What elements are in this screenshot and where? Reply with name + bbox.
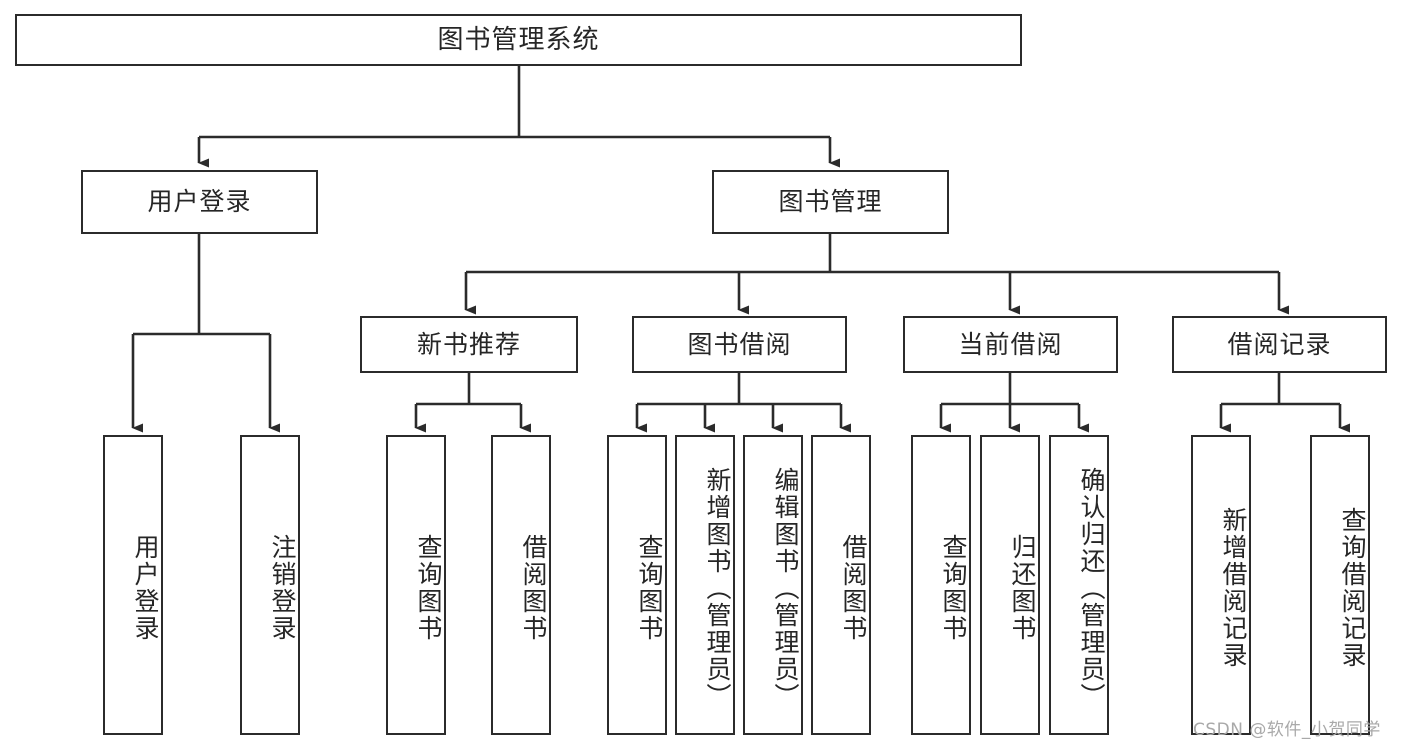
leaf-add-record-label: 新增借阅记录	[1219, 507, 1248, 669]
node-current-borrow[interactable]: 当前借阅	[903, 316, 1118, 373]
leaf-return-book-label: 归还图书	[1008, 534, 1037, 642]
leaf-return-book[interactable]: 归还图书	[980, 435, 1040, 735]
leaf-borrow-book-1-label: 借阅图书	[519, 534, 548, 642]
node-root-system[interactable]: 图书管理系统	[15, 14, 1022, 66]
leaf-add-record[interactable]: 新增借阅记录	[1191, 435, 1251, 735]
leaf-query-book-2-label: 查询图书	[635, 534, 664, 642]
leaf-user-login[interactable]: 用户登录	[103, 435, 163, 735]
leaf-borrow-book-1[interactable]: 借阅图书	[491, 435, 551, 735]
leaf-query-book-1[interactable]: 查询图书	[386, 435, 446, 735]
leaf-query-record[interactable]: 查询借阅记录	[1310, 435, 1370, 735]
node-user-login[interactable]: 用户登录	[81, 170, 318, 234]
node-borrow-record[interactable]: 借阅记录	[1172, 316, 1387, 373]
leaf-query-book-3[interactable]: 查询图书	[911, 435, 971, 735]
node-root-system-label: 图书管理系统	[437, 24, 600, 55]
node-book-borrow-label: 图书借阅	[687, 329, 792, 359]
csdn-watermark: CSDN @软件_小贺同学	[1193, 720, 1381, 740]
leaf-logout-login[interactable]: 注销登录	[240, 435, 300, 735]
leaf-add-book[interactable]: 新增图书（管理员）	[675, 435, 735, 735]
node-book-borrow[interactable]: 图书借阅	[632, 316, 847, 373]
node-book-management[interactable]: 图书管理	[712, 170, 949, 234]
node-current-borrow-label: 当前借阅	[958, 329, 1063, 359]
leaf-edit-book[interactable]: 编辑图书（管理员）	[743, 435, 803, 735]
leaf-confirm-return-label: 确认归还（管理员）	[1077, 466, 1106, 710]
leaf-query-book-1-label: 查询图书	[414, 534, 443, 642]
leaf-add-book-label: 新增图书（管理员）	[703, 466, 732, 710]
leaf-borrow-book-2-label: 借阅图书	[839, 534, 868, 642]
node-new-book-recommend[interactable]: 新书推荐	[360, 316, 578, 373]
leaf-edit-book-label: 编辑图书（管理员）	[771, 466, 800, 710]
leaf-user-login-label: 用户登录	[131, 534, 160, 642]
leaf-query-book-3-label: 查询图书	[939, 534, 968, 642]
node-borrow-record-label: 借阅记录	[1227, 329, 1332, 359]
leaf-confirm-return[interactable]: 确认归还（管理员）	[1049, 435, 1109, 735]
node-user-login-label: 用户登录	[147, 187, 252, 217]
leaf-borrow-book-2[interactable]: 借阅图书	[811, 435, 871, 735]
leaf-logout-login-label: 注销登录	[268, 534, 297, 642]
leaf-query-book-2[interactable]: 查询图书	[607, 435, 667, 735]
node-new-book-recommend-label: 新书推荐	[416, 329, 521, 359]
node-book-management-label: 图书管理	[778, 187, 883, 217]
leaf-query-record-label: 查询借阅记录	[1338, 507, 1367, 669]
